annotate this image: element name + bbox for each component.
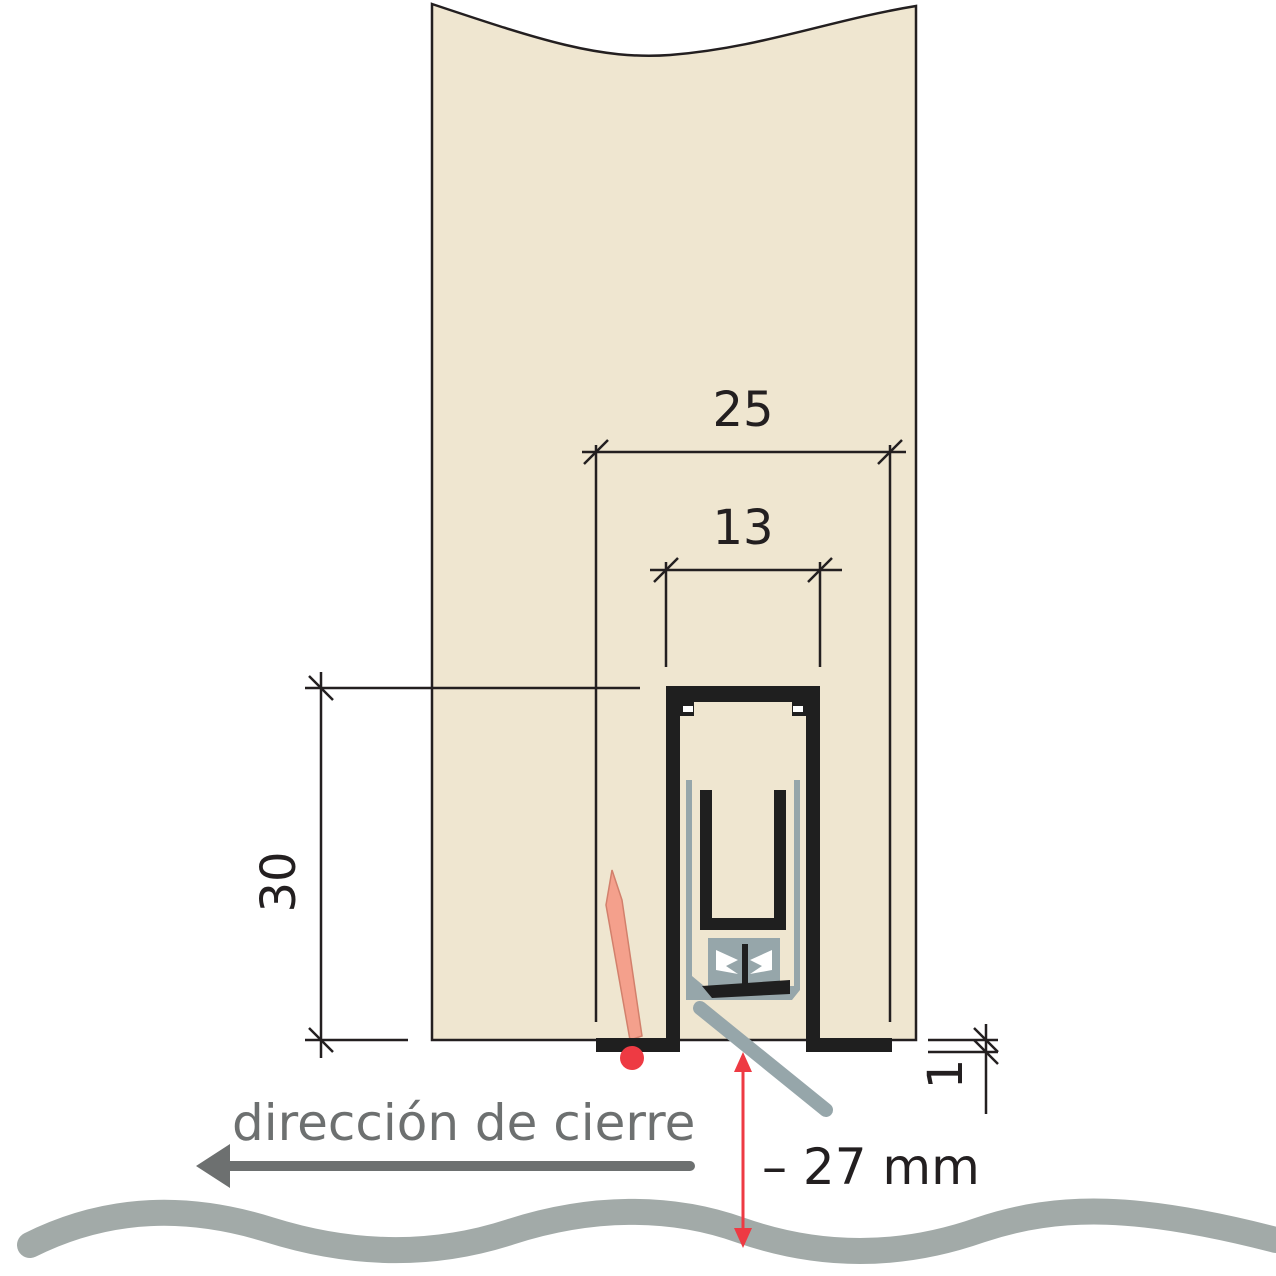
dimension-overall-width: 25 — [582, 382, 906, 1022]
floor-wave — [17, 1198, 1276, 1264]
channel-width-label: 13 — [712, 500, 773, 556]
closing-direction-arrow — [196, 1144, 695, 1188]
profile-height-label: 30 — [251, 851, 307, 912]
gap-label: – 27 mm — [762, 1138, 980, 1196]
dimension-offset: 1 — [918, 1024, 999, 1114]
marker-dot — [620, 1046, 644, 1070]
dimension-channel-width: 13 — [650, 500, 842, 667]
overall-width-label: 25 — [712, 382, 773, 438]
dimension-profile-height: 30 — [251, 672, 640, 1058]
gap-arrow — [734, 1052, 752, 1248]
offset-label: 1 — [918, 1059, 974, 1090]
inner-carrier — [700, 790, 786, 930]
closing-direction-label: dirección de cierre — [232, 1094, 695, 1152]
aluminium-profile — [596, 686, 892, 1052]
rubber-seal — [686, 780, 833, 1117]
